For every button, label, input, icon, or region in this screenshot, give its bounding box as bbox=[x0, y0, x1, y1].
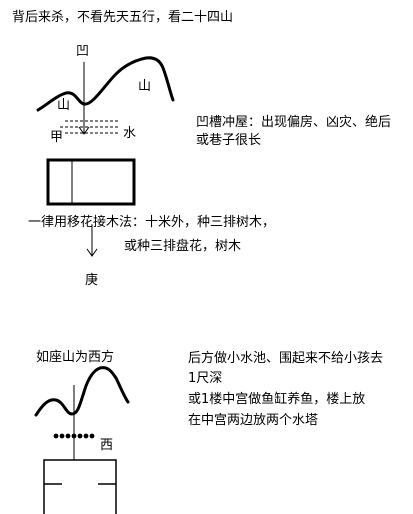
pond-dot bbox=[65, 433, 71, 439]
top-note-line-1: 凹槽冲屋：出现偏房、凶灾、绝后 bbox=[196, 115, 392, 130]
pond-dot bbox=[53, 433, 59, 439]
symbol-ao: 凹 bbox=[76, 44, 90, 59]
label-mountain-left: 山 bbox=[57, 98, 71, 113]
heading: 背后来杀，不看先天五行，看二十四山 bbox=[12, 10, 234, 25]
bottom-note-line-4: 在中宫两边放两个水塔 bbox=[188, 413, 319, 428]
bottom-title: 如座山为西方 bbox=[36, 350, 115, 365]
bottom-note-line-1: 后方做小水池、围起来不给小孩去 bbox=[188, 351, 384, 366]
pond-dot bbox=[71, 433, 77, 439]
pond-dot bbox=[89, 433, 95, 439]
label-jia: 甲 bbox=[50, 130, 64, 145]
label-west: 西 bbox=[100, 438, 114, 453]
remedy-line-2: 或种三排盘花，树木 bbox=[124, 239, 242, 254]
bottom-mountain-ridge bbox=[34, 366, 130, 417]
pond-dot bbox=[77, 433, 83, 439]
label-geng: 庚 bbox=[85, 273, 99, 288]
label-mountain-right: 山 bbox=[138, 79, 152, 94]
top-mountain-ridge bbox=[36, 56, 175, 112]
pond-dots bbox=[53, 433, 95, 439]
top-house-rect bbox=[46, 158, 136, 206]
pond-dot bbox=[59, 433, 65, 439]
bottom-house-outline bbox=[43, 459, 117, 514]
pond-dot bbox=[83, 433, 89, 439]
top-note-line-2: 或巷子很长 bbox=[196, 133, 262, 148]
remedy-line-1: 一律用移花接木法：十米外，种三排树木， bbox=[28, 215, 276, 230]
top-arrow-head bbox=[78, 126, 90, 135]
geng-arrow-head bbox=[86, 248, 98, 257]
bottom-note-line-2: 1尺深 bbox=[188, 371, 223, 386]
label-water: 水 bbox=[123, 126, 137, 141]
bottom-note-line-3: 或1楼中宫做鱼缸养鱼，楼上放 bbox=[188, 392, 366, 407]
